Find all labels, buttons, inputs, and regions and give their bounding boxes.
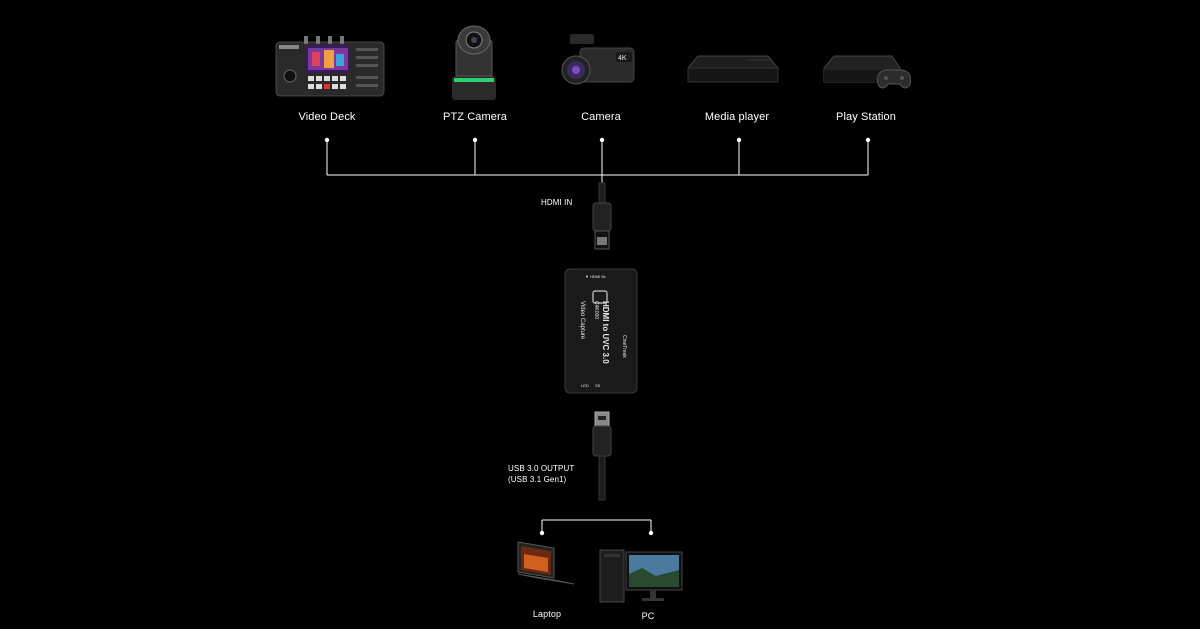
node-dot — [539, 530, 545, 536]
target-label-laptop: Laptop — [532, 609, 562, 619]
desktop-pc-icon — [599, 546, 684, 606]
laptop-icon — [510, 540, 576, 598]
source-label-play-station: Play Station — [836, 111, 896, 123]
source-label-video-deck: Video Deck — [298, 111, 356, 123]
capture-brand: CineTreak — [621, 335, 627, 358]
node-dot — [472, 137, 478, 143]
usb-output-label-line2: (USB 3.1 Gen1) — [508, 475, 567, 484]
video-deck-device-icon — [275, 36, 385, 97]
source-label-camera: Camera — [581, 111, 621, 123]
node-dot — [648, 530, 654, 536]
source-label-media-player: Media player — [704, 111, 770, 123]
node-dot — [736, 137, 742, 143]
usb-output-label-line1: USB 3.0 OUTPUT — [508, 464, 575, 473]
capture-usb-label: SS — [595, 383, 601, 388]
capture-card-device-icon: ▼ HDMI IN HDMI to UVC 3.0 C4K000 Video C… — [564, 268, 638, 394]
source-label-ptz-camera: PTZ Camera — [443, 111, 507, 123]
capture-model: C4K000 — [593, 301, 599, 319]
svg-text:4K: 4K — [618, 55, 627, 62]
capture-port-label: ▼ HDMI IN — [585, 274, 606, 279]
node-dot — [865, 137, 871, 143]
camcorder-icon: 4K — [560, 34, 642, 90]
media-player-box-icon — [687, 52, 779, 88]
capture-subtitle: Video Capture — [579, 301, 585, 340]
ptz-camera-icon — [444, 20, 504, 104]
hdmi-connector-icon — [587, 182, 617, 253]
target-label-pc: PC — [641, 611, 655, 621]
game-console-icon — [820, 54, 912, 94]
hdmi-in-label: HDMI IN — [541, 198, 573, 207]
capture-led-label: LED — [581, 383, 589, 388]
capture-title: HDMI to UVC 3.0 — [601, 301, 610, 364]
usb-a-connector-icon — [587, 411, 617, 502]
node-dot — [599, 137, 605, 143]
node-dot — [324, 137, 330, 143]
